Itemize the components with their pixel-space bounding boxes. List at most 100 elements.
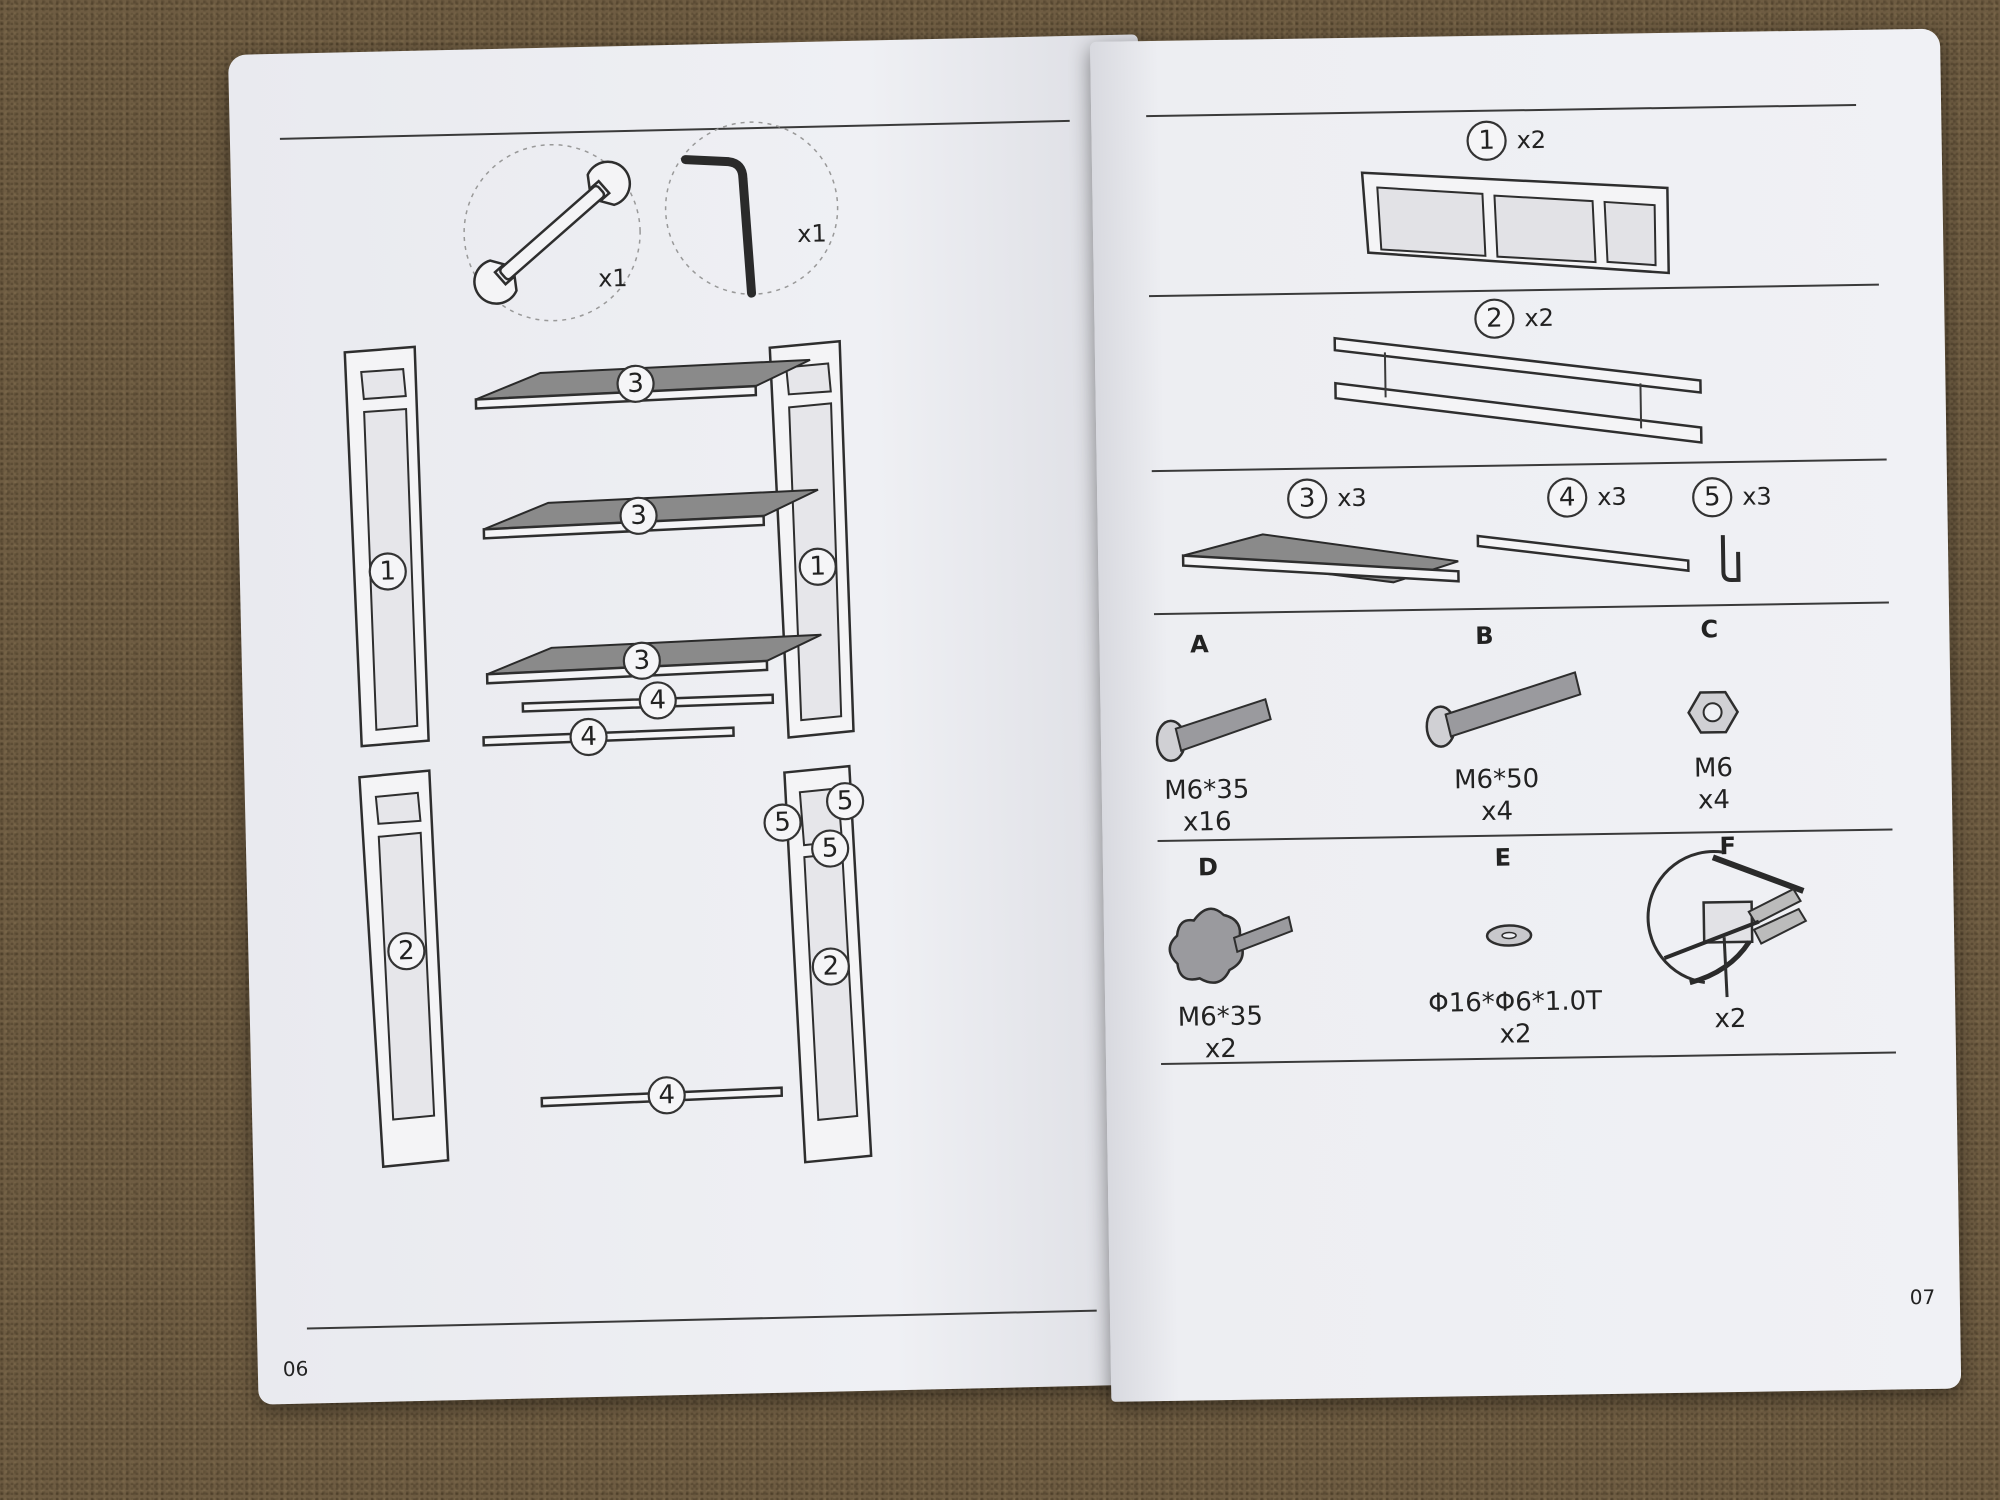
shelf-middle: 3 [482, 488, 819, 540]
hardware-qty: x16 [1183, 807, 1232, 838]
part-number-badge: 1 [1466, 120, 1507, 161]
svg-text:1: 1 [809, 552, 826, 582]
hardware-qty: x2 [1499, 1019, 1531, 1049]
part-tag-2: 2 [811, 947, 850, 986]
wrench-icon [473, 160, 632, 305]
left-page: x1 x1 1 1 3 3 3 4 4 [228, 34, 1169, 1405]
section-divider [1157, 828, 1893, 843]
allen-key-qty: x1 [797, 219, 827, 248]
hex-nut-icon [1687, 690, 1740, 734]
part-tag-5: 5 [763, 803, 802, 842]
part-4-row: 4 x3 [1476, 477, 1690, 573]
hardware-size: M6*35 [1164, 775, 1250, 806]
knob-screw-icon [1168, 907, 1294, 984]
hardware-a: A M6*35 x16 [1155, 630, 1272, 838]
part-tag-2: 2 [387, 932, 426, 971]
hardware-qty: x2 [1205, 1034, 1237, 1064]
svg-text:3: 3 [633, 646, 650, 676]
section-divider [1151, 458, 1887, 473]
part-qty: x3 [1597, 483, 1627, 511]
wrench-tool: x1 [463, 143, 641, 322]
cross-bar-upper: 4 [521, 681, 775, 720]
page-number-left: 06 [283, 1357, 309, 1382]
part-number-badge: 3 [1287, 478, 1328, 519]
side-frame-lower-left: 2 [358, 769, 450, 1169]
hardware-letter: B [1475, 622, 1494, 650]
wrench-qty: x1 [598, 264, 628, 293]
side-frame-lower-right: 2 5 5 5 [763, 764, 873, 1164]
section-divider [1161, 1051, 1896, 1066]
part-tag-1: 1 [368, 552, 407, 591]
shelf-top: 3 [474, 358, 811, 410]
part-number-badge: 4 [1547, 477, 1588, 518]
svg-text:5: 5 [774, 807, 791, 837]
part-tag-4: 4 [638, 681, 677, 720]
side-frame-upper-left: 1 [343, 345, 430, 748]
cross-bar-bottom: 4 [540, 1076, 784, 1115]
svg-text:4: 4 [658, 1080, 675, 1110]
part-qty: x2 [1524, 304, 1554, 332]
part-tag-4: 4 [569, 717, 608, 757]
hardware-e: E Φ16*Φ6*1.0T x2 [1428, 843, 1602, 1049]
section-divider [1148, 283, 1879, 298]
part-tag-4: 4 [647, 1076, 686, 1115]
header-rule [279, 119, 1070, 140]
part-number-badge: 2 [1474, 298, 1515, 339]
header-rule [1146, 103, 1857, 118]
washer-icon [1485, 924, 1533, 947]
part-3-row: 3 x3 [1181, 478, 1460, 584]
part-qty: x3 [1742, 482, 1772, 510]
hardware-size: M6 [1694, 753, 1733, 784]
svg-text:4: 4 [649, 685, 666, 715]
hardware-letter: E [1494, 843, 1511, 871]
part-tag-5: 5 [825, 782, 865, 821]
hardware-size: M6*35 [1178, 1001, 1264, 1032]
hardware-letter: C [1700, 615, 1718, 643]
section-divider [1153, 601, 1889, 616]
allen-key-icon [680, 155, 757, 298]
svg-text:5: 5 [836, 786, 853, 816]
part-tag-5: 5 [811, 829, 850, 868]
footer-rule [306, 1309, 1097, 1330]
svg-text:1: 1 [379, 556, 396, 586]
hardware-letter: A [1190, 630, 1209, 658]
svg-text:2: 2 [822, 951, 839, 981]
left-page-diagram: x1 x1 1 1 3 3 3 4 4 [279, 119, 1097, 1382]
hardware-c: C M6 x4 [1687, 615, 1740, 816]
part-qty: x3 [1337, 484, 1367, 512]
shelf-bottom: 3 [485, 633, 822, 685]
bolt-icon [1425, 671, 1582, 748]
svg-text:5: 5 [1704, 482, 1721, 512]
part-number-badge: 5 [1692, 477, 1733, 518]
bolt-icon [1155, 698, 1272, 763]
part-1-row: 1 x2 [1360, 120, 1670, 275]
svg-text:3: 3 [627, 369, 644, 399]
svg-text:4: 4 [580, 722, 597, 752]
wall-anchor-kit-icon [1646, 850, 1808, 998]
hook-icon [1720, 535, 1741, 582]
svg-text:5: 5 [822, 833, 839, 863]
svg-text:2: 2 [1486, 304, 1503, 334]
part-2-row: 2 x2 [1333, 298, 1703, 444]
hardware-qty: x4 [1481, 796, 1513, 826]
side-frame-upper-right: 1 [768, 339, 855, 739]
hardware-qty: x2 [1714, 1004, 1746, 1034]
part-5-row: 5 x3 [1692, 477, 1772, 582]
hardware-d: D M6*35 x2 [1168, 853, 1294, 1064]
svg-text:2: 2 [398, 936, 415, 966]
svg-text:4: 4 [1559, 482, 1576, 512]
svg-text:3: 3 [1299, 484, 1316, 514]
part-tag-3: 3 [622, 641, 661, 680]
part-tag-3: 3 [619, 496, 658, 535]
hardware-letter: F [1719, 832, 1736, 860]
hardware-size: M6*50 [1454, 764, 1540, 795]
right-page-diagram: 1 x2 2 x2 3 x3 4 x3 5 x3 A M6* [1146, 103, 1936, 1309]
part-tag-3: 3 [616, 364, 655, 403]
hardware-f: F x2 [1646, 832, 1808, 1034]
page-number-right: 07 [1910, 1285, 1936, 1309]
allen-key-tool: x1 [664, 121, 839, 298]
svg-text:1: 1 [1478, 126, 1495, 156]
hardware-letter: D [1198, 853, 1218, 881]
hardware-b: B M6*50 x4 [1425, 622, 1582, 827]
cross-bar-lower: 4 [482, 717, 735, 757]
